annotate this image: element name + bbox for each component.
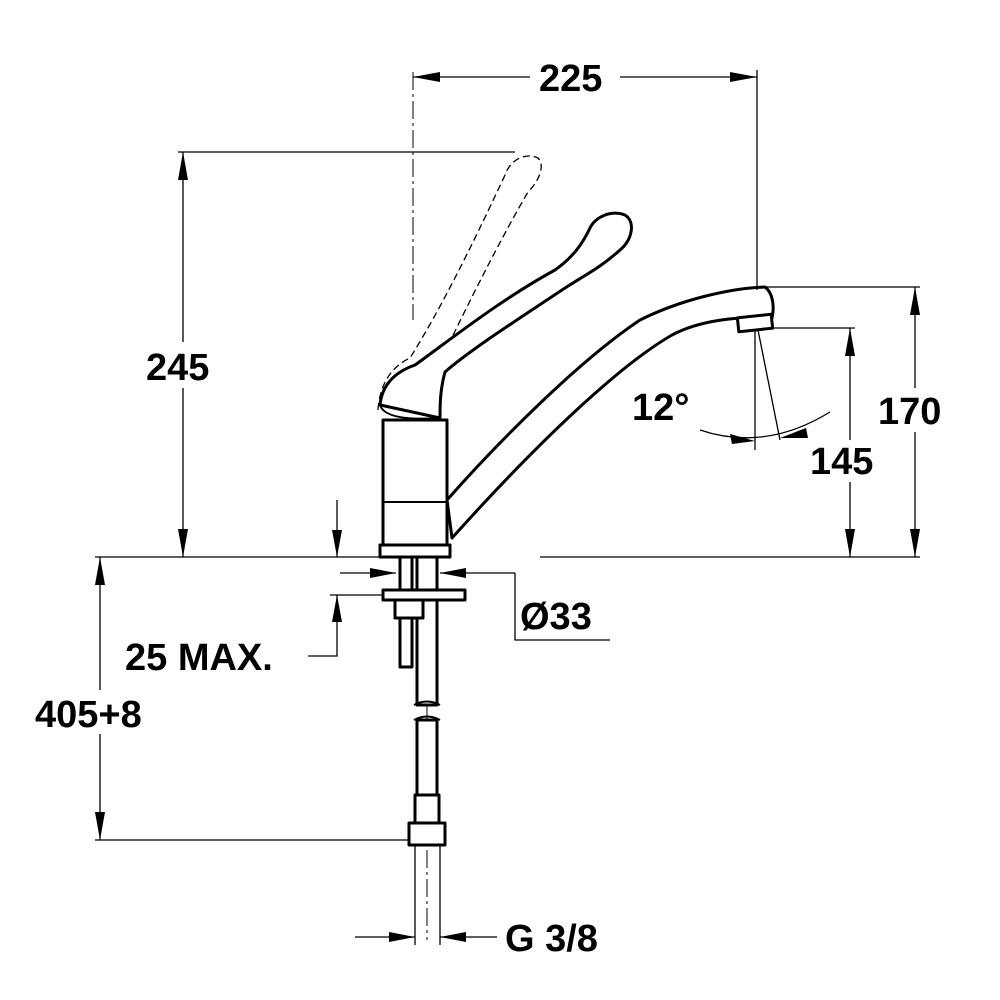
dimension-225: 225	[539, 58, 602, 100]
dimension-diameter-33: Ø33	[520, 596, 592, 638]
diameter-arrow-right	[440, 568, 466, 578]
angle-arrow-right	[780, 428, 808, 438]
dimension-245: 245	[146, 347, 209, 389]
aerator	[735, 312, 775, 334]
diameter-leader	[514, 573, 610, 641]
spout-height-arrow-bottom	[910, 529, 920, 557]
dimension-25-max: 25 MAX.	[125, 637, 273, 679]
tube-break-top	[413, 700, 441, 706]
label-bg-145	[808, 440, 890, 482]
supply-tube-upper	[415, 555, 439, 707]
handle-height-arrow-top	[178, 152, 188, 180]
dimension-170: 170	[878, 391, 941, 433]
connection-nut	[407, 821, 447, 847]
outlet-height-arrow-top	[845, 328, 855, 356]
spout	[445, 285, 775, 540]
reach-arrow-right	[730, 72, 757, 82]
dimension-12-degrees: 12°	[632, 387, 689, 429]
hose-length-arrow-bottom	[95, 812, 105, 840]
mounting-nut	[393, 598, 425, 620]
angle-arc	[699, 411, 831, 439]
faucet-body	[381, 418, 449, 547]
reach-arrow-left	[413, 72, 440, 82]
deck-thickness-leader	[308, 595, 338, 657]
dimension-g-3-8: G 3/8	[505, 918, 598, 960]
label-bg-245	[140, 342, 226, 388]
hose-length-arrow-top	[95, 557, 105, 585]
supply-tube-lower	[415, 718, 439, 797]
deck-thickness-arrow-top	[332, 530, 342, 557]
label-bg-405	[30, 690, 172, 734]
spout-height-arrow-top	[910, 287, 920, 315]
outlet-angled-line	[757, 329, 781, 441]
diameter-arrow-left	[370, 568, 396, 578]
angle-arrow-left	[730, 434, 755, 444]
dimension-405-plus-8: 405+8	[35, 694, 142, 736]
thread-arrow-left	[389, 932, 415, 942]
tube-ferrule	[413, 793, 441, 825]
lever-base-cap	[379, 404, 441, 420]
lever-handle	[378, 211, 633, 420]
body-base-ring	[378, 543, 452, 559]
deck-thickness-arrow-bottom	[332, 595, 342, 622]
outlet-height-arrow-bottom	[845, 529, 855, 557]
thread-arrow-right	[440, 932, 466, 942]
handle-height-arrow-bottom	[178, 529, 188, 557]
label-bg-170	[876, 388, 956, 432]
dimension-145: 145	[810, 441, 873, 483]
